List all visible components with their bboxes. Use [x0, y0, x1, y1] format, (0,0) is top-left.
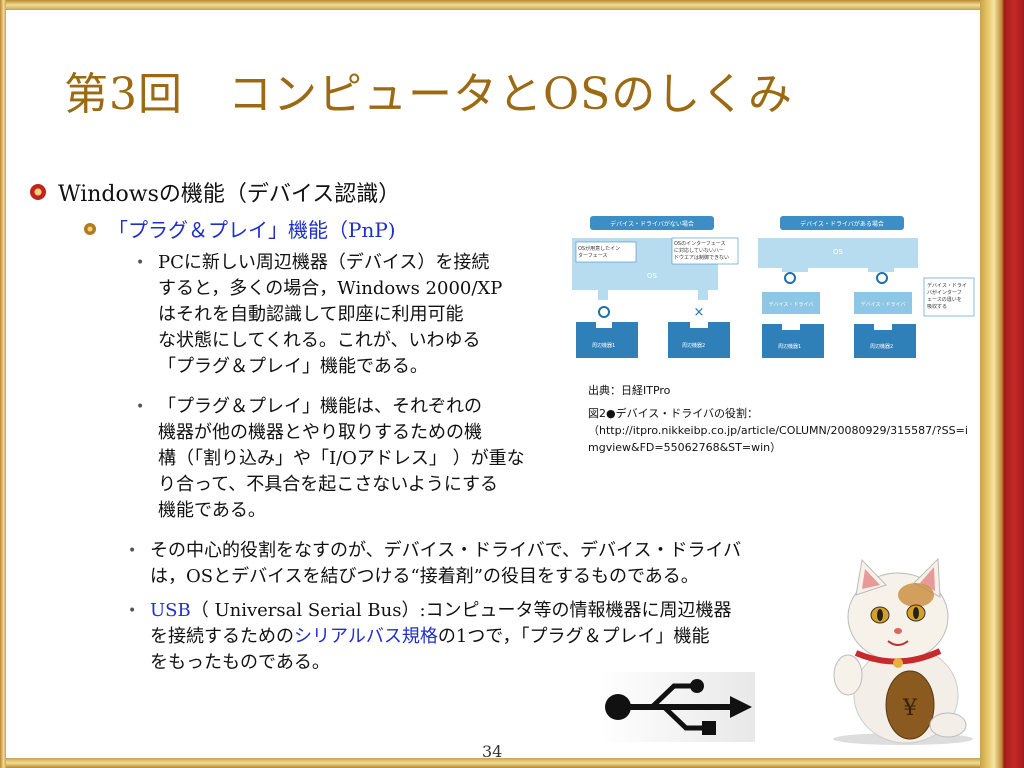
- serial-bus-link[interactable]: シリアルバス規格: [294, 626, 438, 647]
- device1-block: [762, 324, 824, 358]
- flower-bullet-icon: [30, 184, 46, 200]
- device-label: 周辺機器2: [682, 342, 705, 349]
- sub-bullet-1: • PCに新しい周辺機器（デバイス）を接続 すると，多くの場合，Windows …: [136, 250, 548, 380]
- text-line: はそれを自動認識して即座に利用可能: [158, 304, 464, 325]
- left-note-box-1: [575, 241, 637, 263]
- device-label: 周辺機器2: [870, 343, 893, 350]
- text-line: をもったものである。: [150, 652, 330, 673]
- caption-figure: 図2●デバイス・ドライバの役割：: [588, 407, 759, 420]
- text-line: は，OSとデバイスを結びつける“接着剤”の役目をするものである。: [150, 566, 699, 587]
- left-header: デバイス・ドライバがない場合: [610, 220, 694, 228]
- left-note: ドウエアは制御できない: [674, 254, 729, 261]
- text-span: （ Universal Serial Bus）:コンピュータ等の情報機器に周辺機…: [190, 600, 732, 621]
- left-header-box: [590, 216, 714, 230]
- flower-bullet-small-icon: [84, 222, 96, 235]
- text-line: PCに新しい周辺機器（デバイス）を接続: [158, 252, 490, 273]
- usb-icon: [600, 672, 755, 742]
- figure-caption: 出典：日経ITPro 図2●デバイス・ドライバの役割： （http://itpr…: [588, 382, 968, 456]
- text-line: 機器が他の機器とやり取りするための機: [158, 422, 482, 443]
- frame-top: [0, 0, 1000, 10]
- dot-bullet-icon: •: [136, 255, 145, 271]
- dot-bullet-icon: •: [128, 543, 137, 559]
- text-line: その中心的役割をなすのが、デバイス・ドライバで、デバイス・ドライバ: [150, 540, 742, 561]
- left-os-label: OS: [647, 272, 658, 280]
- sub-bullet-4: • USB（ Universal Serial Bus）:コンピュータ等の情報機…: [128, 598, 810, 676]
- text-line: 「プラグ＆プレイ」機能は、それぞれの: [158, 396, 482, 417]
- frame-left: [0, 0, 6, 768]
- right-header-box: [780, 216, 904, 230]
- text-line: な状態にしてくれる。これが、いわゆる: [158, 330, 481, 351]
- sub-bullet-2: • 「プラグ＆プレイ」機能は、それぞれの 機器が他の機器とやり取りするための機 …: [136, 394, 548, 524]
- left-note: に対応していないハー: [674, 247, 724, 254]
- left-note: OSのインターフェース: [674, 240, 726, 247]
- left-note-box-2: [671, 237, 739, 265]
- text-span: の1つで，「プラグ＆プレイ」機能: [437, 626, 710, 647]
- right-note: デバイス・ドライ: [927, 282, 967, 289]
- driver-label: デバイス・ドライバ: [769, 301, 814, 308]
- right-note-box: [923, 277, 975, 317]
- connect-ok-icon: [598, 306, 610, 318]
- connect-ok-icon: [876, 272, 888, 284]
- driver-block-1: [762, 292, 820, 314]
- bullet-level2: 「プラグ＆プレイ」機能（PnP): [84, 214, 396, 243]
- bullet-level1-text: Windowsの機能（デバイス認識）: [58, 182, 401, 207]
- device1-block: [576, 322, 638, 358]
- right-header: デバイス・ドライバがある場合: [800, 220, 884, 228]
- sub-bullet-3: • その中心的役割をなすのが、デバイス・ドライバで、デバイス・ドライバ は，OS…: [128, 538, 810, 590]
- text-line: 「プラグ＆プレイ」機能である。: [158, 356, 428, 377]
- bullet-level2-text: 「プラグ＆プレイ」機能（PnP): [108, 218, 396, 242]
- right-os-label: OS: [833, 248, 844, 256]
- device-driver-diagram: デバイス・ドライバがない場合 OS OSが用意したイン ターフェース OSのイン…: [572, 216, 975, 358]
- caption-source: 出典：日経ITPro: [588, 384, 671, 397]
- frame-right: [980, 0, 1024, 768]
- slide-title: 第3回 コンピュータとOSのしくみ: [64, 69, 793, 120]
- caption-url[interactable]: mgview&FD=55062768&ST=win）: [588, 441, 782, 454]
- text-line: 機能である。: [158, 500, 266, 521]
- right-note: バがインターフ: [927, 289, 962, 296]
- bullet-level1: Windowsの機能（デバイス認識）: [30, 176, 400, 208]
- driver-label: デバイス・ドライバ: [861, 301, 906, 308]
- frame-bottom: [0, 758, 1000, 768]
- device2-block: [668, 322, 730, 358]
- device-label: 周辺機器1: [778, 343, 801, 350]
- svg-text:¥: ¥: [902, 696, 918, 721]
- maneki-neko-icon: ¥: [833, 557, 973, 745]
- left-note: ターフェース: [578, 252, 607, 259]
- left-note: OSが用意したイン: [578, 245, 620, 252]
- page-number: 34: [482, 742, 503, 761]
- device2-block: [854, 324, 916, 358]
- right-note: ェースの違いを: [927, 296, 962, 303]
- text-span: を接続するための: [150, 626, 294, 647]
- connect-ok-icon: [784, 272, 796, 284]
- dot-bullet-icon: •: [136, 399, 145, 415]
- right-note: 吸収する: [927, 303, 947, 310]
- text-line: すると，多くの場合，Windows 2000/XP: [158, 278, 503, 299]
- caption-url[interactable]: （http://itpro.nikkeibp.co.jp/article/COL…: [588, 424, 968, 437]
- right-os-block: [758, 238, 918, 272]
- text-line: を接続するためのシリアルバス規格の1つで，「プラグ＆プレイ」機能: [150, 624, 810, 650]
- driver-block-2: [854, 292, 912, 314]
- text-line: USB（ Universal Serial Bus）:コンピュータ等の情報機器に…: [150, 598, 810, 624]
- text-line: り合って、不具合を起こさないようにする: [158, 474, 499, 495]
- text-line: 構（「割り込み」や「I/Oアドレス」 ）が重な: [158, 448, 525, 469]
- device-label: 周辺機器1: [592, 342, 615, 349]
- connect-fail-icon: ×: [694, 305, 705, 320]
- usb-link[interactable]: USB: [150, 600, 191, 621]
- dot-bullet-icon: •: [128, 603, 137, 619]
